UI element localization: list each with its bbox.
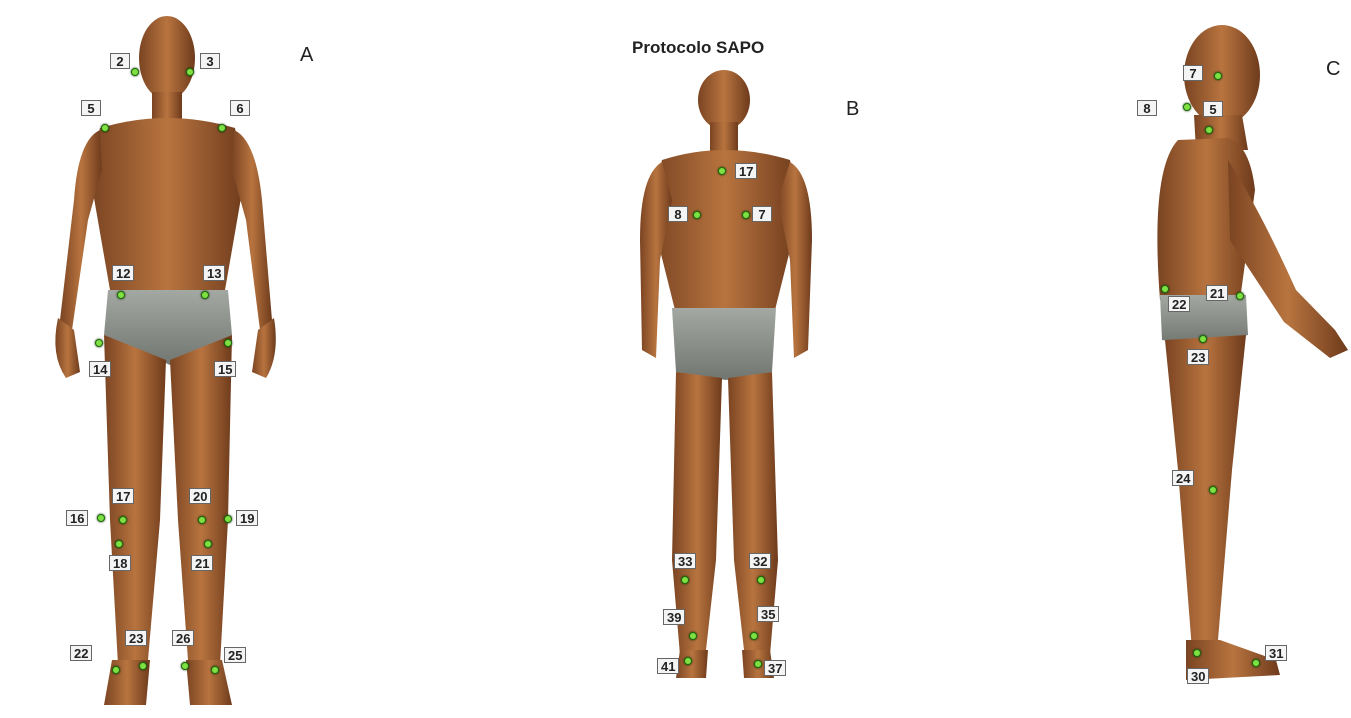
marker-a-2: [131, 68, 139, 76]
marker-a-25: [211, 666, 219, 674]
marker-b-41: [684, 657, 692, 665]
marker-b-33: [681, 576, 689, 584]
marker-b-32: [757, 576, 765, 584]
marker-b-39: [689, 632, 697, 640]
marker-c-24: [1209, 486, 1217, 494]
label-c-23: 23: [1187, 349, 1209, 365]
label-a-6: 6: [230, 100, 250, 116]
label-a-3: 3: [200, 53, 220, 69]
label-b-37: 37: [764, 660, 786, 676]
marker-a-20: [198, 516, 206, 524]
marker-c-5: [1205, 126, 1213, 134]
panel-letter-c: C: [1326, 58, 1340, 81]
label-c-30: 30: [1187, 668, 1209, 684]
marker-c-8: [1183, 103, 1191, 111]
label-a-23: 23: [125, 630, 147, 646]
marker-c-21: [1236, 292, 1244, 300]
label-a-15: 15: [214, 361, 236, 377]
label-a-18: 18: [109, 555, 131, 571]
marker-a-21: [204, 540, 212, 548]
label-c-8: 8: [1137, 100, 1157, 116]
label-b-7: 7: [752, 206, 772, 222]
protocol-title: Protocolo SAPO: [632, 38, 764, 58]
marker-c-23: [1199, 335, 1207, 343]
label-c-7: 7: [1183, 65, 1203, 81]
marker-a-18: [115, 540, 123, 548]
label-b-8: 8: [668, 206, 688, 222]
label-a-25: 25: [224, 647, 246, 663]
marker-a-13: [201, 291, 209, 299]
label-a-5: 5: [81, 100, 101, 116]
marker-a-23: [139, 662, 147, 670]
marker-c-7: [1214, 72, 1222, 80]
label-a-26: 26: [172, 630, 194, 646]
marker-c-22: [1161, 285, 1169, 293]
label-b-33: 33: [674, 553, 696, 569]
label-b-32: 32: [749, 553, 771, 569]
label-b-41: 41: [657, 658, 679, 674]
label-a-12: 12: [112, 265, 134, 281]
marker-c-31: [1252, 659, 1260, 667]
panel-letter-a: A: [300, 44, 313, 67]
label-c-24: 24: [1172, 470, 1194, 486]
marker-a-15: [224, 339, 232, 347]
marker-a-12: [117, 291, 125, 299]
label-a-22: 22: [70, 645, 92, 661]
marker-a-22: [112, 666, 120, 674]
label-a-2: 2: [110, 53, 130, 69]
marker-a-16: [97, 514, 105, 522]
label-a-20: 20: [189, 488, 211, 504]
label-b-17: 17: [735, 163, 757, 179]
label-a-16: 16: [66, 510, 88, 526]
label-a-13: 13: [203, 265, 225, 281]
label-c-31: 31: [1265, 645, 1287, 661]
label-a-14: 14: [89, 361, 111, 377]
label-a-21: 21: [191, 555, 213, 571]
marker-c-30: [1193, 649, 1201, 657]
label-a-19: 19: [236, 510, 258, 526]
marker-a-26: [181, 662, 189, 670]
label-a-17: 17: [112, 488, 134, 504]
marker-b-8: [693, 211, 701, 219]
marker-b-17: [718, 167, 726, 175]
label-b-35: 35: [757, 606, 779, 622]
figure-back-view: [640, 70, 812, 678]
marker-a-17: [119, 516, 127, 524]
marker-a-6: [218, 124, 226, 132]
label-c-5: 5: [1203, 101, 1223, 117]
marker-a-19: [224, 515, 232, 523]
figure-side-view: [1157, 25, 1348, 680]
label-b-39: 39: [663, 609, 685, 625]
marker-b-35: [750, 632, 758, 640]
marker-a-5: [101, 124, 109, 132]
marker-a-14: [95, 339, 103, 347]
marker-b-37: [754, 660, 762, 668]
label-c-21: 21: [1206, 285, 1228, 301]
marker-a-3: [186, 68, 194, 76]
label-c-22: 22: [1168, 296, 1190, 312]
panel-letter-b: B: [846, 98, 859, 121]
marker-b-7: [742, 211, 750, 219]
